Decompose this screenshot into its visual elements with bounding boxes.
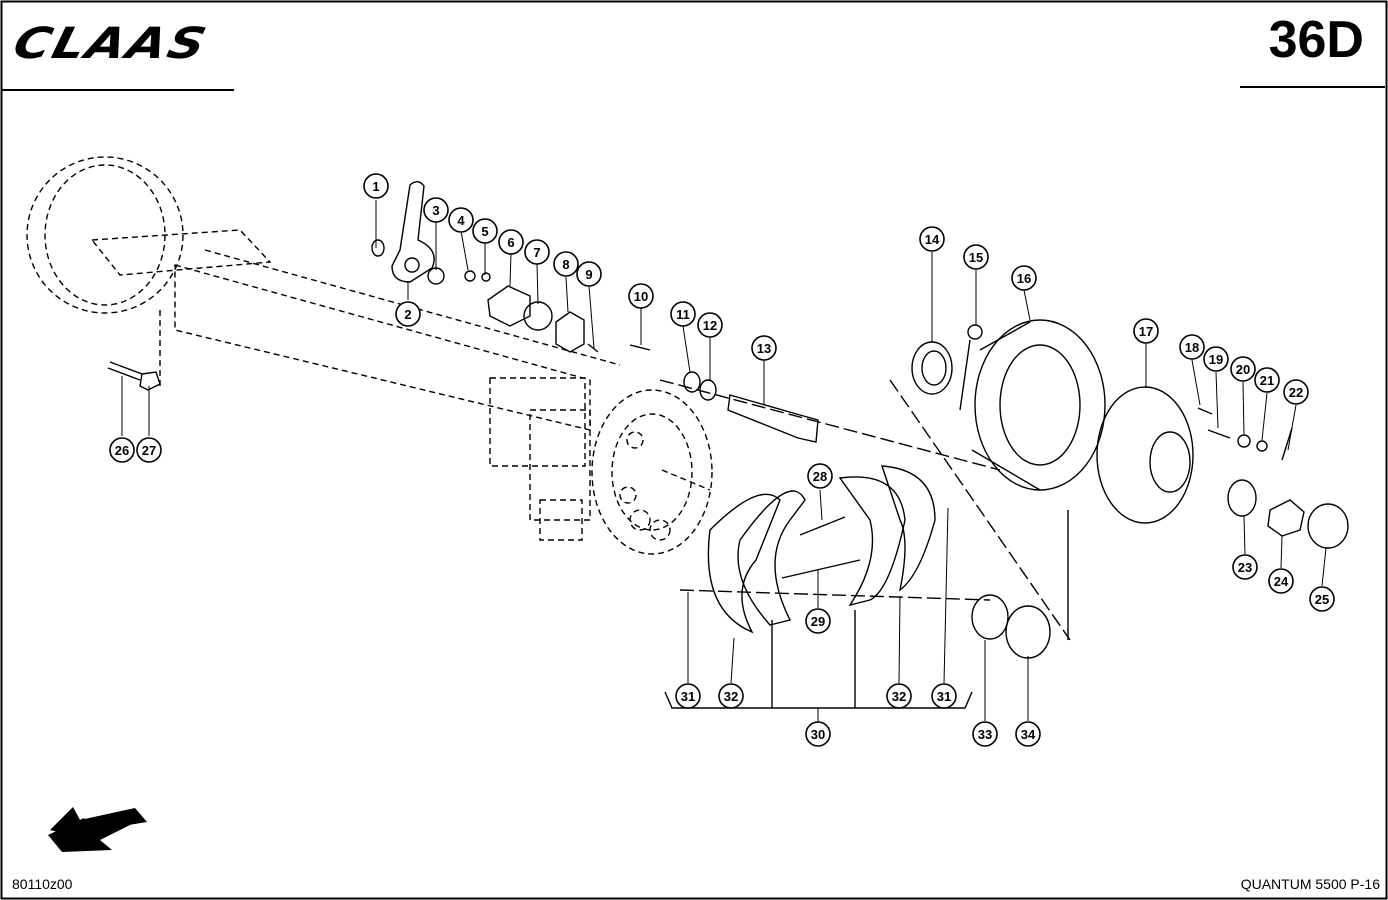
svg-text:17: 17 bbox=[1139, 324, 1153, 339]
callout-4: 4 bbox=[448, 207, 474, 233]
callout-30: 30 bbox=[805, 721, 831, 747]
callout-21: 21 bbox=[1254, 367, 1280, 393]
callout-22: 22 bbox=[1283, 379, 1309, 405]
circlip-part bbox=[371, 239, 385, 257]
svg-text:5: 5 bbox=[481, 224, 488, 239]
svg-text:13: 13 bbox=[757, 341, 771, 356]
callout-18: 18 bbox=[1179, 334, 1205, 360]
svg-text:16: 16 bbox=[1017, 271, 1031, 286]
callout-31-left: 31 bbox=[675, 683, 701, 709]
page-code-underline bbox=[1240, 86, 1385, 88]
svg-text:1: 1 bbox=[372, 179, 379, 194]
svg-text:22: 22 bbox=[1289, 385, 1303, 400]
wheel-hub-part bbox=[1096, 386, 1194, 524]
return-spring-part bbox=[799, 516, 846, 536]
callout-32-right: 32 bbox=[886, 683, 912, 709]
callout-14: 14 bbox=[919, 226, 945, 252]
svg-text:6: 6 bbox=[507, 235, 514, 250]
callout-29: 29 bbox=[805, 608, 831, 634]
callout-5: 5 bbox=[472, 218, 498, 244]
brand-underline bbox=[2, 89, 234, 91]
callout-25: 25 bbox=[1309, 586, 1335, 612]
svg-text:14: 14 bbox=[925, 232, 940, 247]
callout-17: 17 bbox=[1133, 318, 1159, 344]
arrow-down-left-icon bbox=[48, 807, 147, 852]
callout-19: 19 bbox=[1203, 346, 1229, 372]
svg-text:8: 8 bbox=[562, 257, 569, 272]
callout-24: 24 bbox=[1268, 568, 1294, 594]
callout-9: 9 bbox=[576, 261, 602, 287]
callout-27: 27 bbox=[136, 437, 162, 463]
callout-10: 10 bbox=[628, 283, 654, 309]
svg-text:32: 32 bbox=[724, 689, 738, 704]
callout-6: 6 bbox=[498, 229, 524, 255]
camshaft-part bbox=[727, 394, 819, 443]
callout-15: 15 bbox=[963, 244, 989, 270]
callout-23: 23 bbox=[1232, 554, 1258, 580]
callout-32-left: 32 bbox=[718, 683, 744, 709]
svg-text:25: 25 bbox=[1315, 592, 1329, 607]
callout-31-right: 31 bbox=[931, 683, 957, 709]
svg-text:20: 20 bbox=[1236, 362, 1250, 377]
model-label: QUANTUM 5500 P-16 bbox=[1240, 876, 1380, 892]
nut-part bbox=[139, 371, 161, 391]
callout-11: 11 bbox=[670, 301, 696, 327]
svg-text:11: 11 bbox=[676, 307, 690, 322]
svg-text:31: 31 bbox=[937, 689, 951, 704]
svg-text:19: 19 bbox=[1209, 352, 1223, 367]
callout-16: 16 bbox=[1011, 265, 1037, 291]
svg-text:23: 23 bbox=[1238, 560, 1252, 575]
bolt-part bbox=[107, 361, 143, 381]
callout-1: 1 bbox=[363, 173, 389, 199]
svg-text:21: 21 bbox=[1260, 373, 1274, 388]
svg-text:34: 34 bbox=[1021, 727, 1036, 742]
svg-text:2: 2 bbox=[404, 307, 411, 322]
svg-text:29: 29 bbox=[811, 614, 825, 629]
callout-8: 8 bbox=[553, 251, 579, 277]
callout-3: 3 bbox=[423, 197, 449, 223]
callout-12: 12 bbox=[697, 312, 723, 338]
svg-text:28: 28 bbox=[813, 469, 827, 484]
page-code: 36D bbox=[1268, 11, 1364, 69]
svg-text:33: 33 bbox=[978, 727, 992, 742]
svg-text:27: 27 bbox=[142, 443, 156, 458]
callout-13: 13 bbox=[751, 335, 777, 361]
slack-adjuster-part bbox=[391, 181, 435, 283]
callout-7: 7 bbox=[524, 239, 550, 265]
callout-20: 20 bbox=[1230, 356, 1256, 382]
svg-text:31: 31 bbox=[681, 689, 695, 704]
callout-2: 2 bbox=[395, 301, 421, 327]
svg-text:4: 4 bbox=[457, 213, 465, 228]
callout-26: 26 bbox=[109, 437, 135, 463]
hub-cap-part bbox=[1307, 503, 1349, 549]
svg-text:32: 32 bbox=[892, 689, 906, 704]
callout-34: 34 bbox=[1015, 721, 1041, 747]
svg-text:10: 10 bbox=[634, 289, 648, 304]
svg-text:26: 26 bbox=[115, 443, 129, 458]
svg-text:12: 12 bbox=[703, 318, 717, 333]
seal-ring-part bbox=[971, 594, 1009, 640]
svg-text:30: 30 bbox=[811, 727, 825, 742]
callout-33: 33 bbox=[972, 721, 998, 747]
svg-text:24: 24 bbox=[1274, 574, 1289, 589]
svg-text:7: 7 bbox=[533, 245, 540, 260]
svg-text:15: 15 bbox=[969, 250, 983, 265]
svg-text:18: 18 bbox=[1185, 340, 1199, 355]
svg-text:9: 9 bbox=[585, 267, 592, 282]
flange-part bbox=[487, 285, 531, 327]
drawing-id: 80110z00 bbox=[12, 876, 73, 892]
svg-text:3: 3 bbox=[432, 203, 439, 218]
callout-28: 28 bbox=[807, 463, 833, 489]
brake-lining-part bbox=[707, 493, 781, 634]
axle-beam-phantom bbox=[26, 156, 713, 555]
